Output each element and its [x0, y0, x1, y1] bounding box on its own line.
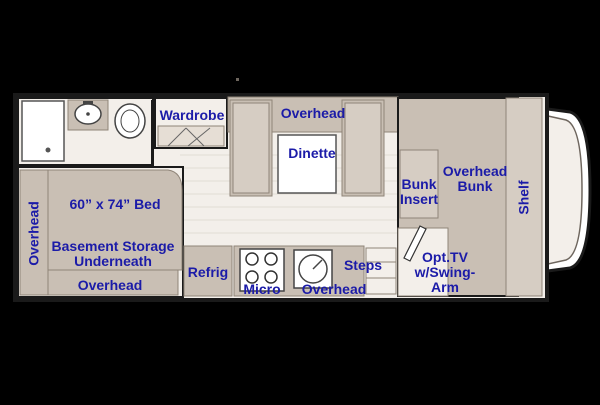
overhead-bunk-area [397, 97, 543, 297]
bed [47, 169, 183, 271]
label-overhead-bunk: Overhead Bunk [442, 163, 508, 194]
tv-swing-arm [403, 225, 427, 262]
overhead-bed-bottom-cabinet [47, 269, 179, 296]
label-shelf: Shelf [515, 180, 532, 215]
entry-steps [365, 247, 397, 295]
label-overhead-bottom: Overhead [301, 281, 367, 297]
label-basement-storage: Basement Storage Underneath [51, 238, 175, 269]
refrigerator [183, 245, 233, 297]
label-dinette: Dinette [288, 145, 336, 161]
dinette-area [227, 96, 399, 197]
label-overhead-bed-bottom: Overhead [77, 277, 143, 293]
label-overhead-top: Overhead [280, 105, 346, 121]
dinette-table [277, 134, 337, 194]
roof-vent-mark [236, 78, 239, 81]
bathroom [17, 97, 154, 166]
shelf [505, 97, 543, 297]
bedroom [17, 166, 184, 298]
bunk-insert [399, 149, 439, 219]
label-steps: Steps [343, 257, 383, 273]
label-bunk-insert: Bunk Insert [399, 176, 439, 207]
label-wardrobe: Wardrobe [159, 107, 225, 123]
cab-nose [538, 106, 592, 274]
overhead-left-cabinet [19, 169, 49, 296]
label-refrig: Refrig [187, 264, 229, 280]
label-bed: 60” x 74” Bed [69, 196, 161, 212]
label-overhead-left: Overhead [25, 201, 42, 266]
wardrobe-cabinet [154, 97, 228, 149]
kitchen-galley [233, 245, 365, 297]
label-opt-tv: Opt.TV w/Swing- Arm [414, 249, 476, 295]
label-micro: Micro [243, 281, 281, 297]
shower [21, 100, 65, 162]
